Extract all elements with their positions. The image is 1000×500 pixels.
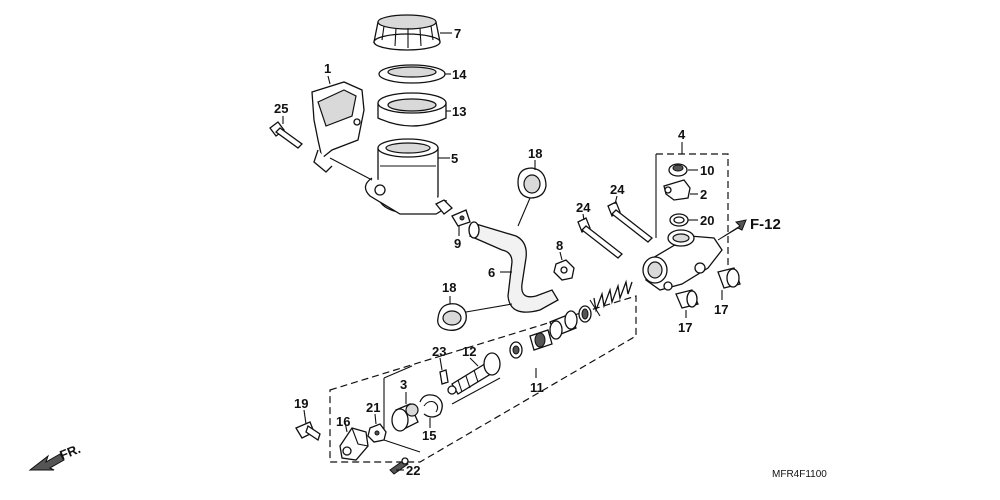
callout-19: 19 (294, 396, 308, 411)
callout-8: 8 (556, 238, 563, 253)
callout-12: 12 (462, 344, 476, 359)
reservoir-plate (378, 64, 446, 84)
nut-21 (367, 423, 387, 443)
callout-11: 11 (530, 380, 544, 395)
push-rod (447, 352, 501, 395)
front-direction-indicator: FR. (28, 441, 83, 471)
o-ring-20 (669, 213, 689, 227)
joint-2 (663, 179, 691, 201)
master-cylinder-body (642, 229, 723, 291)
callout-18-upper: 18 (528, 146, 542, 161)
circlip (419, 394, 443, 418)
hose-clamp-upper (517, 167, 547, 199)
callout-24-left: 24 (576, 200, 591, 215)
bolt-24-left (577, 217, 623, 259)
callout-25: 25 (274, 101, 288, 116)
front-label: FR. (58, 441, 83, 463)
callout-18-lower: 18 (442, 280, 456, 295)
callout-3: 3 (400, 377, 407, 392)
callout-2: 2 (700, 187, 707, 202)
callout-9: 9 (454, 236, 461, 251)
callout-6: 6 (488, 265, 495, 280)
section-reference: F-12 (717, 216, 781, 241)
cap-10 (668, 163, 688, 177)
section-ref-label: F-12 (750, 216, 781, 233)
piston-spring (589, 279, 633, 317)
callout-15: 15 (422, 428, 436, 443)
callout-7: 7 (454, 26, 461, 41)
rod-joint (339, 427, 369, 461)
callout-5: 5 (451, 151, 458, 166)
reservoir-diaphragm (377, 92, 447, 127)
callout-23: 23 (432, 344, 446, 359)
cotter-pin (389, 457, 409, 475)
nut-8 (553, 259, 575, 281)
callout-21: 21 (366, 400, 380, 415)
spring-pin (439, 369, 449, 385)
bolt-25 (269, 121, 303, 149)
callout-13: 13 (452, 104, 466, 119)
pin-19 (295, 421, 321, 442)
brake-reservoir (364, 138, 453, 215)
bolt-24-right (607, 201, 653, 243)
hose-clip-9 (451, 209, 471, 227)
collar-17-right (717, 267, 741, 289)
callout-20: 20 (700, 213, 714, 228)
callout-17-right: 17 (714, 302, 728, 317)
callout-14: 14 (452, 67, 467, 82)
figure-code: MFR4F1100 (772, 469, 827, 480)
callout-1: 1 (324, 61, 331, 76)
callout-10: 10 (700, 163, 714, 178)
callout-16: 16 (336, 414, 350, 429)
reservoir-hose (468, 221, 559, 313)
reservoir-cap (373, 14, 441, 51)
callout-24-right: 24 (610, 182, 625, 197)
dust-boot (391, 403, 419, 432)
callout-22: 22 (406, 463, 420, 478)
callout-numbers: 7 14 13 5 1 25 9 6 18 18 8 24 24 4 10 2 … (274, 26, 728, 478)
hose-clamp-lower (437, 303, 467, 331)
piston-cups (509, 305, 592, 359)
callout-4: 4 (678, 127, 686, 142)
reservoir-cover (311, 81, 373, 181)
collar-17-left (675, 289, 699, 309)
callout-17-left: 17 (678, 320, 692, 335)
